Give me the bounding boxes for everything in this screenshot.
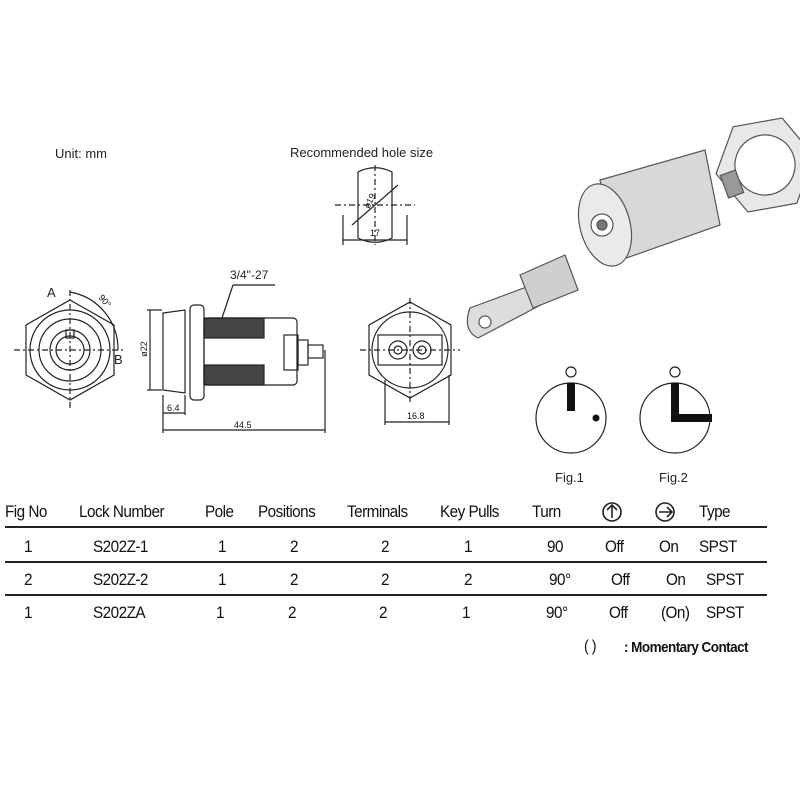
point-a-label: A	[47, 285, 56, 300]
cell-type: SPST	[706, 603, 744, 622]
cell-turn: 90°	[549, 570, 571, 589]
cell-position-b: (On)	[661, 603, 690, 622]
right-arrow-circle-icon	[655, 502, 675, 522]
header-terminals: Terminals	[347, 502, 408, 521]
side-view-drawing	[147, 284, 326, 433]
cell-lock-number: S202Z-1	[93, 537, 148, 556]
cell-position-a: Off	[609, 603, 628, 622]
up-arrow-circle-icon	[602, 502, 622, 522]
header-fig-no: Fig No	[5, 502, 47, 521]
rear-width-dimension: 16.8	[407, 411, 425, 421]
hole-size-drawing	[335, 165, 415, 245]
fig1-label: Fig.1	[555, 470, 584, 485]
cell-positions: 2	[290, 537, 299, 556]
flange-dimension: 6.4	[167, 403, 180, 413]
cell-lock-number: S202Z-2	[93, 570, 148, 589]
cell-key-pulls: 2	[464, 570, 473, 589]
cell-terminals: 2	[381, 570, 390, 589]
fig1-diagram	[535, 366, 607, 454]
cell-position-a: Off	[611, 570, 630, 589]
cell-pole: 1	[218, 570, 227, 589]
fig2-diagram	[639, 366, 712, 454]
cell-position-b: On	[666, 570, 686, 589]
front-view-drawing	[14, 290, 125, 410]
header-divider	[5, 526, 767, 528]
cell-terminals: 2	[379, 603, 388, 622]
header-lock-number: Lock Number	[79, 502, 165, 521]
header-positions: Positions	[258, 502, 316, 521]
thread-label: 3/4"-27	[230, 268, 269, 282]
cell-pole: 1	[218, 537, 227, 556]
cell-pole: 1	[216, 603, 225, 622]
cell-fig-no: 2	[24, 570, 33, 589]
row-divider	[5, 594, 767, 596]
length-dimension: 44.5	[234, 420, 252, 430]
header-turn: Turn	[532, 502, 561, 521]
cell-lock-number: S202ZA	[93, 603, 146, 622]
cell-fig-no: 1	[24, 603, 33, 622]
cell-key-pulls: 1	[464, 537, 473, 556]
hole-flat-label: 17	[370, 228, 381, 238]
rear-view-drawing	[360, 298, 460, 425]
row-divider	[5, 561, 767, 563]
cell-position-b: On	[659, 537, 679, 556]
cell-turn: 90°	[546, 603, 568, 622]
cell-key-pulls: 1	[462, 603, 471, 622]
cell-positions: 2	[288, 603, 297, 622]
cell-type: SPST	[699, 537, 737, 556]
hole-size-title: Recommended hole size	[290, 145, 434, 160]
unit-label: Unit: mm	[55, 146, 107, 161]
cell-position-a: Off	[605, 537, 624, 556]
cell-turn: 90	[547, 537, 563, 556]
note-symbol: ( )	[584, 638, 597, 655]
cell-fig-no: 1	[24, 537, 33, 556]
cell-positions: 2	[290, 570, 299, 589]
cell-terminals: 2	[381, 537, 390, 556]
header-pole: Pole	[205, 502, 234, 521]
point-b-label: B	[114, 352, 123, 367]
body-diameter-label: ø22	[138, 341, 149, 357]
header-type: Type	[699, 502, 731, 521]
cell-type: SPST	[706, 570, 744, 589]
header-key-pulls: Key Pulls	[440, 502, 499, 521]
fig2-label: Fig.2	[659, 470, 688, 485]
momentary-contact-note: : Momentary Contact	[624, 639, 749, 656]
product-illustration	[466, 117, 800, 339]
